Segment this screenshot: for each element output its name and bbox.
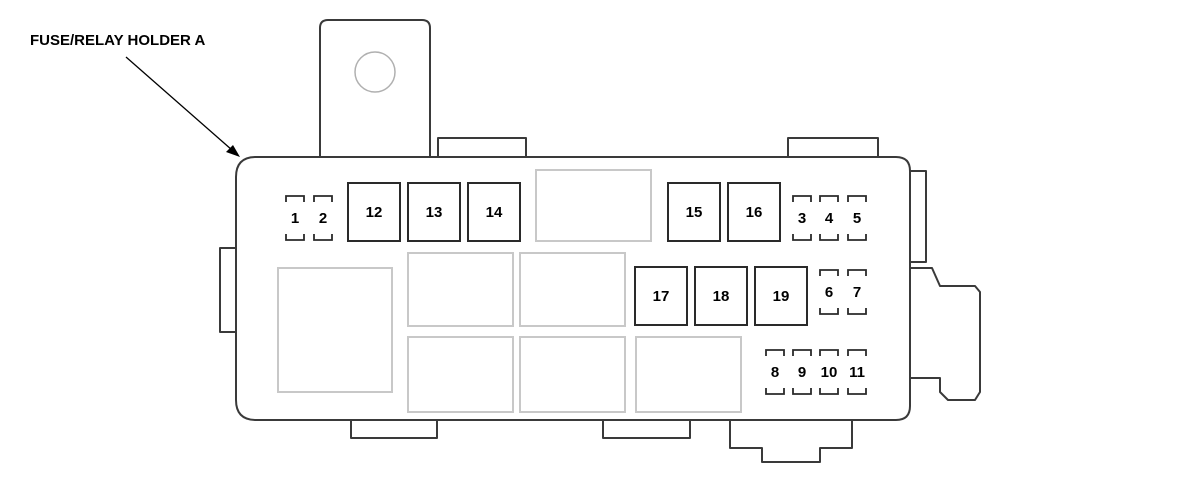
fuse-14-box [467, 182, 521, 242]
fuse-7-label: 7 [853, 284, 861, 301]
fuse-9-label: 9 [798, 364, 806, 381]
fuse-4-label: 4 [825, 210, 834, 227]
leader-arrowhead [226, 145, 240, 157]
fuse-15-label: 15 [686, 204, 703, 221]
fuse-19-label: 19 [773, 288, 790, 305]
fuse-19-box [754, 266, 808, 326]
empty-slot-mid-bottom-3 [635, 336, 742, 413]
fuse-6-bracket [819, 269, 839, 315]
right-side-clip [910, 170, 927, 263]
fuse-9-bracket [792, 349, 812, 395]
fuse-1-label: 1 [291, 210, 299, 227]
bottom-connector [729, 420, 853, 463]
fuse-8-bracket [765, 349, 785, 395]
fuse-13-label: 13 [426, 204, 443, 221]
fuse-18-label: 18 [713, 288, 730, 305]
holder-outline [219, 19, 981, 463]
mounting-tab [319, 19, 431, 157]
bottom-clip-left [350, 420, 438, 439]
mini-fuse-labels: 1 2 3 4 5 6 7 8 9 10 11 [291, 210, 865, 381]
fuse-16-box [727, 182, 781, 242]
empty-slot-mid-bottom-1 [407, 336, 514, 413]
large-fuse-labels: 12 13 14 15 16 17 18 19 [366, 204, 790, 305]
top-clip-left [437, 137, 527, 157]
mini-fuse-brackets [285, 195, 867, 395]
empty-slot-top [535, 169, 652, 242]
fuse-3-label: 3 [798, 210, 806, 227]
main-body [235, 156, 911, 421]
fuse-13-box [407, 182, 461, 242]
fuse-12-label: 12 [366, 204, 383, 221]
fuse-3-bracket [792, 195, 812, 241]
fuse-18-box [694, 266, 748, 326]
fuse-12-box [347, 182, 401, 242]
right-connector [910, 267, 981, 401]
holder-title: FUSE/RELAY HOLDER A [30, 32, 205, 49]
bottom-clip-mid [602, 420, 691, 439]
fuse-17-box [634, 266, 688, 326]
fuse-5-label: 5 [853, 210, 861, 227]
fuse-2-bracket [313, 195, 333, 241]
fuse-4-bracket [819, 195, 839, 241]
large-fuses [347, 182, 808, 326]
empty-slot-left-large [277, 267, 393, 393]
empty-slots [277, 169, 742, 413]
fuse-11-label: 11 [849, 364, 865, 381]
fuse-5-bracket [847, 195, 867, 241]
fuse-7-bracket [847, 269, 867, 315]
fuse-8-label: 8 [771, 364, 779, 381]
fuse-6-label: 6 [825, 284, 833, 301]
top-clip-right [787, 137, 879, 157]
fuse-11-bracket [847, 349, 867, 395]
empty-slot-mid-top-2 [519, 252, 626, 327]
fuse-10-label: 10 [821, 364, 838, 381]
empty-slot-mid-top-1 [407, 252, 514, 327]
fuse-17-label: 17 [653, 288, 670, 305]
fuse-16-label: 16 [746, 204, 763, 221]
fuse-15-box [667, 182, 721, 242]
left-side-clip [219, 247, 236, 333]
fuse-1-bracket [285, 195, 305, 241]
empty-slot-mid-bottom-2 [519, 336, 626, 413]
mounting-hole [354, 51, 396, 93]
fuse-10-bracket [819, 349, 839, 395]
fuse-2-label: 2 [319, 210, 327, 227]
leader-line [125, 56, 233, 151]
fuse-14-label: 14 [486, 204, 503, 221]
